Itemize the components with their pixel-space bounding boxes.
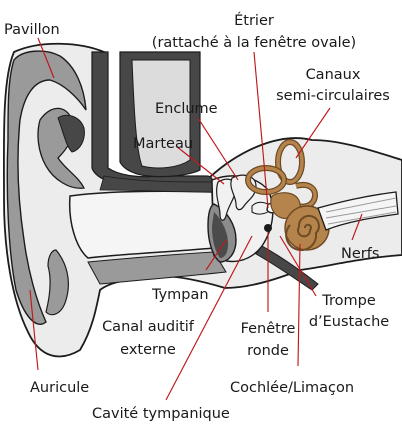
label-cavite: Cavité tympanique <box>92 406 230 422</box>
label-marteau: Marteau <box>133 136 193 152</box>
label-canaux-line1: Canaux <box>306 67 361 83</box>
label-fenetre-line2: ronde <box>247 343 289 359</box>
label-auricule: Auricule <box>30 380 89 396</box>
round-window <box>264 224 272 232</box>
label-canaux-line2: semi-circulaires <box>276 88 390 104</box>
label-pavillon: Pavillon <box>4 22 60 38</box>
label-trompe-line2: d’Eustache <box>309 314 389 330</box>
label-tympan: Tympan <box>151 287 209 303</box>
label-etrier-line2: (rattaché à la fenêtre ovale) <box>152 35 356 51</box>
label-nerfs: Nerfs <box>341 246 379 262</box>
label-cochlee: Cochlée/Limaçon <box>230 380 354 396</box>
label-trompe-line1: Trompe <box>321 293 376 309</box>
ear-canal <box>70 191 214 258</box>
label-enclume: Enclume <box>155 101 218 117</box>
label-canal-line1: Canal auditif <box>102 319 195 335</box>
label-canal-line2: externe <box>120 342 176 358</box>
label-etrier-line1: Étrier <box>234 12 274 29</box>
label-fenetre-line1: Fenêtre <box>241 321 296 337</box>
